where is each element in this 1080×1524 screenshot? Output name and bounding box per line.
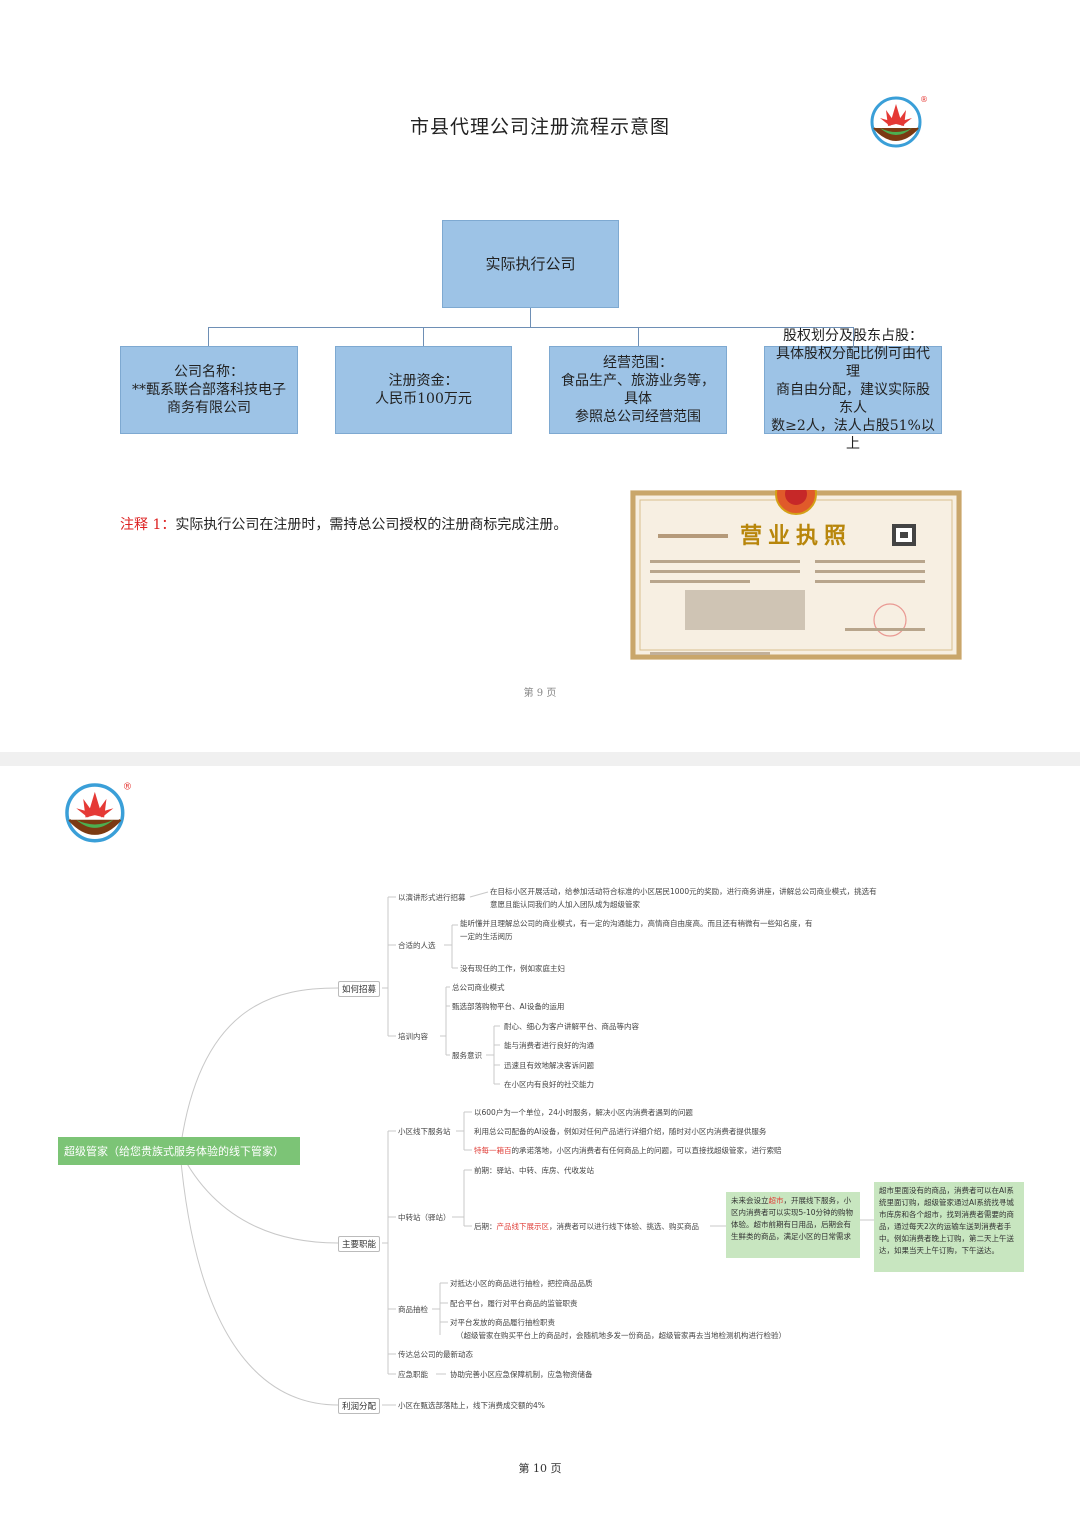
station-item-text: 的承诺落地，小区内消费者有任何商品上的问题，可以直接找超级管家，进行索赔 — [511, 1146, 782, 1155]
ordering-note-box: 超市里面没有的商品，消费者可以在AI系统里面订购，超级管家通过AI系统找寻城市库… — [874, 1182, 1024, 1272]
recruit-suitable-item: 没有现任的工作，例如家庭主妇 — [460, 964, 565, 973]
duty-emergency: 应急职能 — [398, 1370, 428, 1379]
station-highlight: 特每一箱百 — [474, 1146, 512, 1155]
recruit-speech-text: 意愿且能认同我们的人加入团队成为超级管家 — [490, 900, 640, 909]
green-text: ，开展线下服务，小区内消费者可以实现5-10分钟的购物体验。超市前期有日用品，后… — [731, 1196, 854, 1241]
connector-line — [853, 327, 854, 346]
mindmap-root-node: 超级管家（给您贵族式服务体验的线下管家） — [58, 1137, 300, 1165]
service-item: 能与消费者进行良好的沟通 — [504, 1041, 594, 1050]
connector-line — [638, 327, 639, 346]
goods-item: 配合平台，履行对平台商品的监管职责 — [450, 1299, 578, 1308]
box-line: 参照总公司经营范围 — [575, 409, 701, 425]
station-item: 利用总公司配备的AI设备，例如对任何产品进行详细介绍，随时对小区内消费者提供服务 — [474, 1127, 767, 1136]
green-highlight: 超市 — [768, 1196, 784, 1205]
connector-line — [208, 327, 854, 328]
duty-relay: 中转站（驿站） — [398, 1213, 451, 1222]
company-logo-icon: ® — [65, 782, 132, 843]
executing-company-label: 实际执行公司 — [485, 255, 576, 273]
recruit-speech: 以演讲形式进行招募 — [398, 893, 466, 902]
executing-company-box: 实际执行公司 — [442, 220, 619, 308]
relay-item-text: 后期： — [474, 1222, 497, 1231]
note-text: 实际执行公司在注册时，需持总公司授权的注册商标完成注册。 — [175, 517, 568, 533]
duty-goods: 商品抽检 — [398, 1305, 428, 1314]
training-item: 甄选部落购物平台、AI设备的运用 — [452, 1002, 565, 1011]
note-label: 注释 1： — [120, 517, 176, 533]
relay-highlight: 产品线下展示区 — [496, 1222, 550, 1231]
page-number: 第 9 页 — [523, 688, 557, 699]
emergency-item: 协助完善小区应急保障机制，应急物资储备 — [450, 1370, 593, 1379]
recruit-suitable: 合适的人选 — [398, 941, 436, 950]
note-paragraph: 注释 1：实际执行公司在注册时，需持总公司授权的注册商标完成注册。 — [120, 514, 567, 534]
training-item: 总公司商业模式 — [452, 983, 505, 992]
recruit-suitable-item: 一定的生活阅历 — [460, 932, 513, 941]
box-line: 公司名称： — [174, 364, 244, 380]
page-separator — [0, 752, 1080, 766]
business-scope-box: 经营范围： 食品生产、旅游业务等，具体 参照总公司经营范围 — [549, 346, 727, 434]
goods-item-detail: （超级管家在购买平台上的商品时，会随机地多发一份商品，超级管家再去当地检测机构进… — [456, 1331, 786, 1340]
company-name-box: 公司名称： **甄系联合部落科技电子 商务有限公司 — [120, 346, 298, 434]
profit-item: 小区在甄选部落陆上，线下消费成交额的4% — [398, 1401, 545, 1410]
duty-news: 传达总公司的最新动态 — [398, 1350, 473, 1359]
license-title: 营业执照 — [739, 523, 852, 549]
training-service: 服务意识 — [452, 1051, 482, 1060]
goods-item: 对平台发放的商品履行抽检职责 — [450, 1318, 555, 1327]
relay-item: 后期：产品线下展示区，消费者可以进行线下体验、挑选、购买商品 — [474, 1221, 699, 1232]
registered-capital-box: 注册资金： 人民币100万元 — [335, 346, 512, 434]
goods-item: 对抵达小区的商品进行抽检，把控商品品质 — [450, 1279, 593, 1288]
box-line: 商务有限公司 — [167, 400, 251, 416]
box-line: 数≥2人，法人占股51%以上 — [771, 418, 935, 452]
connector-line — [423, 327, 424, 346]
box-line: 注册资金： — [388, 373, 459, 389]
station-item: 以600户为一个单位，24小时服务，解决小区内消费者遇到的问题 — [474, 1108, 693, 1117]
supermarket-note-box: 未来会设立超市，开展线下服务，小区内消费者可以实现5-10分钟的购物体验。超市前… — [726, 1192, 860, 1258]
box-line: 经营范围： — [603, 355, 673, 371]
equity-box: 股权划分及股东占股： 具体股权分配比例可由代理 商自由分配，建议实际股东人 数≥… — [764, 328, 942, 452]
box-line: 商自由分配，建议实际股东人 — [776, 382, 930, 416]
box-line: 股权划分及股东占股： — [783, 328, 923, 344]
station-item: 特每一箱百的承诺落地，小区内消费者有任何商品上的问题，可以直接找超级管家，进行索… — [474, 1145, 782, 1156]
branch-profit: 利润分配 — [338, 1398, 381, 1414]
company-logo-icon: ® — [870, 95, 928, 148]
connector-line — [530, 308, 531, 327]
recruit-suitable-item: 能听懂并且理解总公司的商业模式，有一定的沟通能力，高情商自由度高。而且还有稍微有… — [460, 919, 813, 928]
branch-recruit: 如何招募 — [338, 981, 381, 997]
branch-duty: 主要职能 — [338, 1236, 381, 1252]
service-item: 在小区内有良好的社交能力 — [504, 1080, 594, 1089]
recruit-training: 培训内容 — [398, 1032, 428, 1041]
recruit-speech-text: 在目标小区开展活动，给参加活动符合标准的小区居民1000元的奖励，进行商务讲座，… — [490, 887, 877, 896]
svg-text:®: ® — [920, 95, 928, 104]
connector-line — [208, 327, 209, 346]
box-line: 食品生产、旅游业务等，具体 — [561, 373, 715, 407]
service-item: 迅速且有效地解决客诉问题 — [504, 1061, 594, 1070]
box-line: **甄系联合部落科技电子 — [132, 382, 286, 398]
duty-station: 小区线下服务站 — [398, 1127, 451, 1136]
svg-text:®: ® — [123, 782, 132, 793]
service-item: 耐心、细心为客户讲解平台、商品等内容 — [504, 1022, 639, 1031]
box-line: 人民币100万元 — [375, 391, 472, 407]
relay-item-text: ，消费者可以进行线下体验、挑选、购买商品 — [549, 1222, 699, 1231]
relay-item: 前期：驿站、中转、库房、代收发站 — [474, 1166, 594, 1175]
page-title: 市县代理公司注册流程示意图 — [409, 116, 670, 138]
business-license-image: 营业执照 — [630, 473, 962, 660]
page-number: 第 10 页 — [518, 1462, 562, 1475]
box-line: 具体股权分配比例可由代理 — [776, 346, 930, 380]
green-text: 未来会设立 — [731, 1196, 769, 1205]
